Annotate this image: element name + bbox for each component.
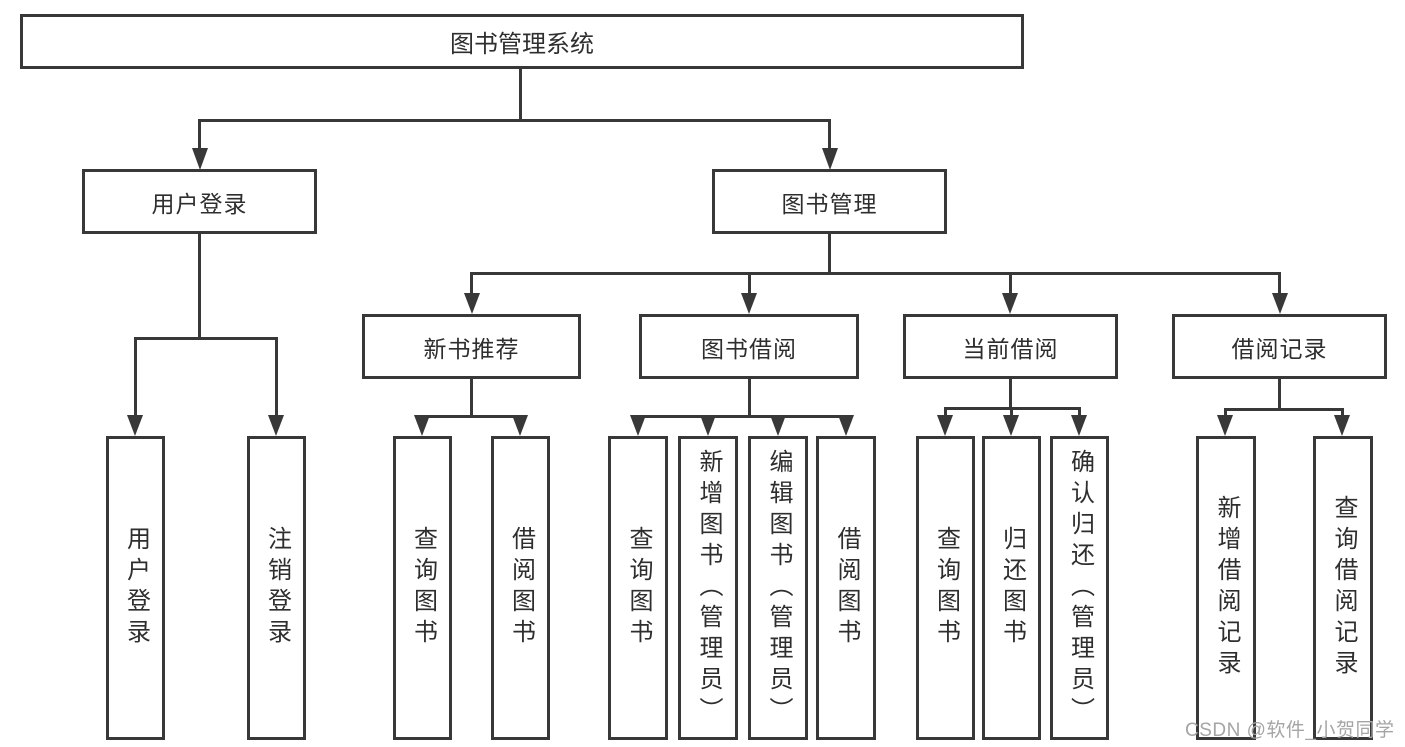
leaf-add-book-admin: 新增图书（管理员） [678,436,738,740]
arrow-down-icon [1334,415,1350,436]
connector-line [944,407,947,417]
connector-line [421,415,522,418]
leaf-query-books-recommend: 查询图书 [393,436,452,740]
arrow-down-icon [414,415,430,436]
arrow-down-icon [838,415,854,436]
leaf-label: 借阅图书 [833,526,860,650]
leaf-user-login: 用户登录 [106,436,165,740]
leaf-query-borrow-record: 查询借阅记录 [1313,436,1373,740]
leaf-label: 归还图书 [998,526,1026,650]
leaf-query-books-borrow: 查询图书 [608,436,668,740]
arrow-down-icon [1071,415,1087,436]
node-label: 当前借阅 [962,335,1059,362]
arrow-down-icon [630,415,646,436]
connector-line [1224,408,1344,411]
node-label: 用户登录 [151,190,248,217]
connector-line [198,119,201,149]
node-book-management: 图书管理 [712,169,947,234]
connector-line [1009,272,1012,295]
connector-line [828,119,831,149]
leaf-label: 确认归还（管理员） [1066,448,1094,728]
arrow-down-icon [1003,415,1019,436]
arrow-down-icon [1217,415,1233,436]
arrow-down-icon [1272,293,1288,314]
connector-line [519,69,522,122]
leaf-label: 新增借阅记录 [1213,495,1240,681]
leaf-confirm-return-admin: 确认归还（管理员） [1050,436,1109,740]
arrow-down-icon [512,415,528,436]
leaf-add-borrow-record: 新增借阅记录 [1196,436,1256,740]
leaf-edit-book-admin: 编辑图书（管理员） [748,436,808,740]
connector-line [1224,408,1227,417]
connector-line [1341,408,1344,417]
leaf-logout: 注销登录 [247,436,306,740]
leaf-label: 用户登录 [122,526,150,650]
node-label: 图书借阅 [701,335,797,362]
leaf-query-books-current: 查询图书 [916,436,975,740]
connector-line [1078,407,1081,417]
node-borrowing-records: 借阅记录 [1172,314,1387,379]
arrow-down-icon [741,293,757,314]
node-new-book-recommend: 新书推荐 [362,314,581,379]
connector-line [275,337,278,416]
connector-line [1010,407,1013,417]
node-current-borrowing: 当前借阅 [903,314,1118,379]
arrow-down-icon [192,148,208,170]
arrow-down-icon [464,293,480,314]
node-label: 图书管理 [781,190,878,217]
arrow-down-icon [1002,293,1018,314]
connector-line [134,337,137,416]
connector-line [470,272,1281,275]
leaf-borrow-books-recommend: 借阅图书 [491,436,550,740]
leaf-label: 借阅图书 [507,526,535,650]
arrow-down-icon [937,415,953,436]
leaf-return-book: 归还图书 [982,436,1041,740]
connector-line [748,379,751,417]
node-library-system: 图书管理系统 [20,14,1024,69]
leaf-label: 编辑图书（管理员） [765,448,792,728]
arrow-down-icon [822,148,838,170]
connector-line [828,234,831,274]
arrow-down-icon [770,415,786,436]
leaf-label: 注销登录 [263,526,291,650]
leaf-label: 查询借阅记录 [1330,495,1357,681]
node-book-borrowing: 图书借阅 [639,314,859,379]
node-label: 借阅记录 [1231,335,1328,362]
connector-line [1278,379,1281,410]
arrow-down-icon [127,415,143,436]
connector-line [470,379,473,417]
connector-line [198,234,201,338]
connector-line [470,272,473,295]
node-label: 新书推荐 [423,335,520,362]
connector-line [636,415,847,418]
watermark: CSDN @软件_小贺同学 [1185,720,1395,741]
connector-line [134,337,278,340]
node-user-login: 用户登录 [82,169,317,234]
connector-line [1009,379,1012,409]
arrow-down-icon [700,415,716,436]
leaf-label: 查询图书 [409,526,437,650]
leaf-label: 查询图书 [932,526,960,650]
leaf-label: 查询图书 [625,526,652,650]
node-label: 图书管理系统 [450,31,594,58]
connector-line [1278,272,1281,295]
leaf-label: 新增图书（管理员） [695,448,722,728]
connector-line [198,119,831,122]
leaf-borrow-books: 借阅图书 [816,436,876,740]
connector-line [748,272,751,295]
arrow-down-icon [268,415,284,436]
